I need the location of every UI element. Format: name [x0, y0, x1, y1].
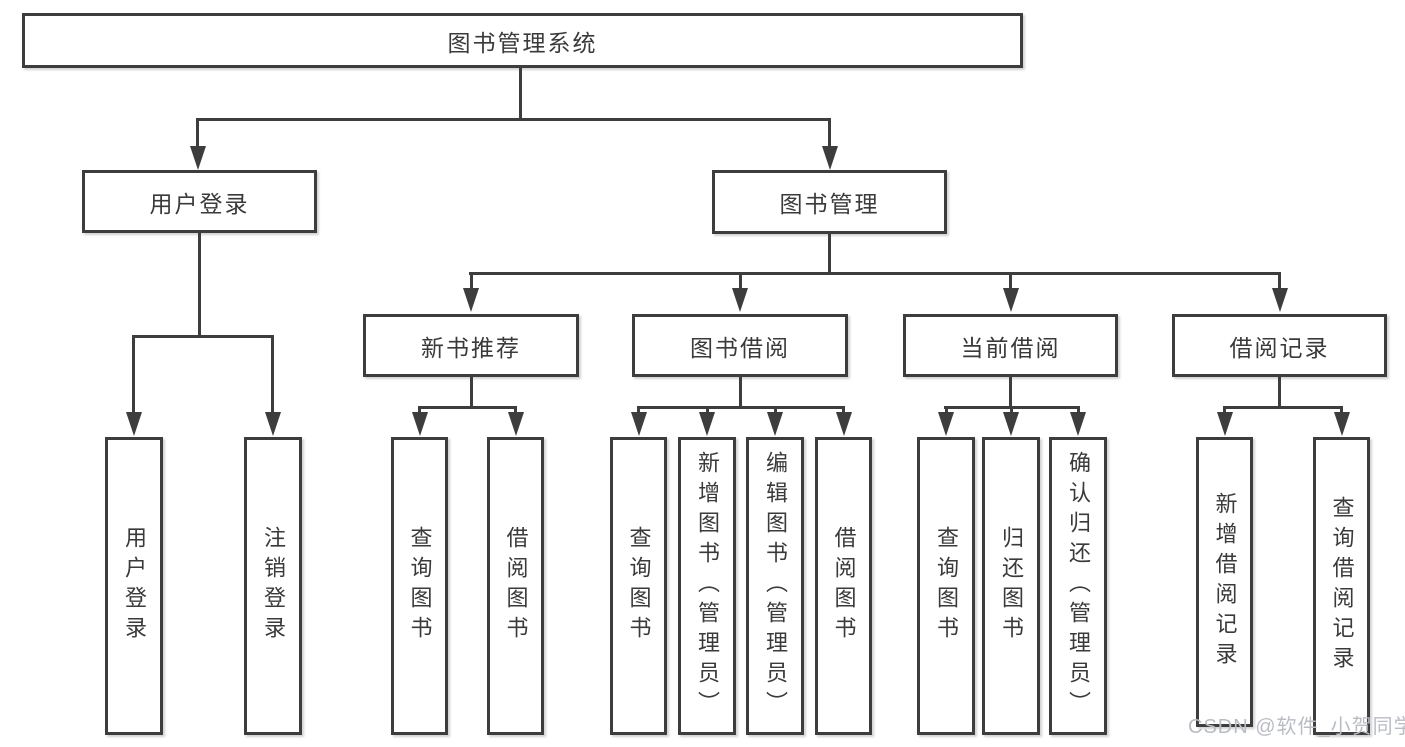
connector-bookborrow-drop-2	[706, 406, 709, 414]
connector-bookborrow-drop-3	[774, 406, 777, 414]
connector-userlogin-crossbar	[132, 335, 274, 338]
node-book-mgmt: 图书管理	[712, 170, 947, 234]
leaf-add-books-admin: 新增图书（管理员）	[678, 437, 736, 735]
connector-bookmgmt-drop-4	[1278, 272, 1281, 290]
arrow-down-icon	[699, 412, 715, 436]
leaf-label: 查询图书	[407, 526, 433, 646]
arrow-down-icon	[126, 412, 142, 436]
arrow-down-icon	[732, 288, 748, 312]
connector-userlogin-right-drop	[271, 335, 274, 415]
node-root-label: 图书管理系统	[447, 29, 598, 56]
connector-borrowrecord-drop-2	[1340, 406, 1343, 414]
leaf-label: 用户登录	[122, 526, 147, 646]
leaf-label: 借阅图书	[831, 526, 857, 646]
arrow-down-icon	[190, 146, 206, 170]
leaf-label: 新增图书（管理员）	[695, 451, 720, 721]
arrow-down-icon	[265, 412, 281, 436]
node-current-borrow-label: 当前借阅	[960, 334, 1061, 361]
connector-root-stem	[519, 68, 522, 120]
arrow-down-icon	[1070, 412, 1086, 436]
leaf-add-borrow-record: 新增借阅记录	[1196, 437, 1253, 727]
connector-bookborrow-drop-1	[637, 406, 640, 414]
leaf-borrow-books-newbook: 借阅图书	[487, 437, 544, 735]
arrow-down-icon	[822, 146, 838, 170]
arrow-down-icon	[631, 412, 647, 436]
connector-bookmgmt-drop-2	[739, 272, 742, 290]
node-current-borrow: 当前借阅	[903, 314, 1118, 377]
arrow-down-icon	[508, 412, 524, 436]
node-root: 图书管理系统	[22, 13, 1023, 68]
connector-currentborrow-drop-1	[945, 406, 948, 414]
leaf-label: 查询图书	[626, 526, 652, 646]
node-user-login: 用户登录	[82, 170, 317, 233]
connector-bookmgmt-stem	[828, 234, 831, 272]
arrow-down-icon	[1272, 288, 1288, 312]
leaf-label: 编辑图书（管理员）	[763, 451, 788, 721]
connector-bookborrow-stem	[739, 377, 742, 406]
leaf-return-books: 归还图书	[982, 437, 1040, 735]
connector-currentborrow-drop-3	[1077, 406, 1080, 414]
arrow-down-icon	[1334, 412, 1350, 436]
node-book-mgmt-label: 图书管理	[779, 191, 880, 217]
leaf-user-login: 用户登录	[105, 437, 163, 735]
connector-newbook-drop-1	[418, 406, 421, 414]
connector-userlogin-stem	[198, 233, 201, 335]
node-borrow-record: 借阅记录	[1172, 314, 1387, 377]
leaf-confirm-return-admin: 确认归还（管理员）	[1049, 437, 1107, 735]
connector-root-crossbar	[196, 118, 831, 121]
node-new-book: 新书推荐	[363, 314, 579, 377]
leaf-query-books-borrow: 查询图书	[610, 437, 667, 735]
node-new-book-label: 新书推荐	[421, 334, 521, 361]
connector-root-right-drop	[828, 118, 831, 148]
connector-userlogin-left-drop	[132, 335, 135, 415]
connector-newbook-stem	[470, 377, 473, 406]
connector-borrowrecord-drop-1	[1223, 406, 1226, 414]
arrow-down-icon	[1003, 412, 1019, 436]
connector-bookborrow-drop-4	[842, 406, 845, 414]
connector-bookborrow-crossbar	[637, 406, 845, 409]
leaf-label: 新增借阅记录	[1212, 492, 1238, 672]
leaf-edit-books-admin: 编辑图书（管理员）	[746, 437, 804, 735]
leaf-label: 归还图书	[999, 526, 1024, 646]
leaf-logout: 注销登录	[244, 437, 302, 735]
connector-bookmgmt-drop-1	[470, 272, 473, 290]
arrow-down-icon	[412, 412, 428, 436]
connector-borrowrecord-stem	[1278, 377, 1281, 406]
watermark: CSDN @软件_小贺同学	[1188, 716, 1405, 738]
arrow-down-icon	[836, 412, 852, 436]
connector-newbook-drop-2	[514, 406, 517, 414]
node-borrow-record-label: 借阅记录	[1229, 334, 1330, 361]
leaf-borrow-books: 借阅图书	[815, 437, 872, 735]
node-user-login-label: 用户登录	[149, 190, 250, 217]
node-book-borrow: 图书借阅	[632, 314, 848, 377]
leaf-query-books-current: 查询图书	[917, 437, 975, 735]
connector-bookmgmt-drop-3	[1009, 272, 1012, 290]
connector-currentborrow-drop-2	[1010, 406, 1013, 414]
leaf-query-borrow-record: 查询借阅记录	[1313, 437, 1370, 735]
connector-currentborrow-stem	[1009, 377, 1012, 406]
leaf-label: 查询图书	[934, 526, 959, 646]
connector-newbook-crossbar	[418, 406, 517, 409]
leaf-query-books-newbook: 查询图书	[391, 437, 448, 735]
arrow-down-icon	[463, 288, 479, 312]
arrow-down-icon	[1003, 288, 1019, 312]
connector-root-left-drop	[196, 118, 199, 148]
leaf-label: 注销登录	[261, 526, 286, 646]
leaf-label: 借阅图书	[503, 526, 529, 646]
connector-borrowrecord-crossbar	[1223, 406, 1343, 409]
node-book-borrow-label: 图书借阅	[690, 334, 790, 361]
arrow-down-icon	[1217, 412, 1233, 436]
leaf-label: 查询借阅记录	[1329, 496, 1355, 676]
arrow-down-icon	[767, 412, 783, 436]
leaf-label: 确认归还（管理员）	[1066, 451, 1091, 721]
connector-bookmgmt-crossbar	[469, 272, 1281, 275]
arrow-down-icon	[938, 412, 954, 436]
